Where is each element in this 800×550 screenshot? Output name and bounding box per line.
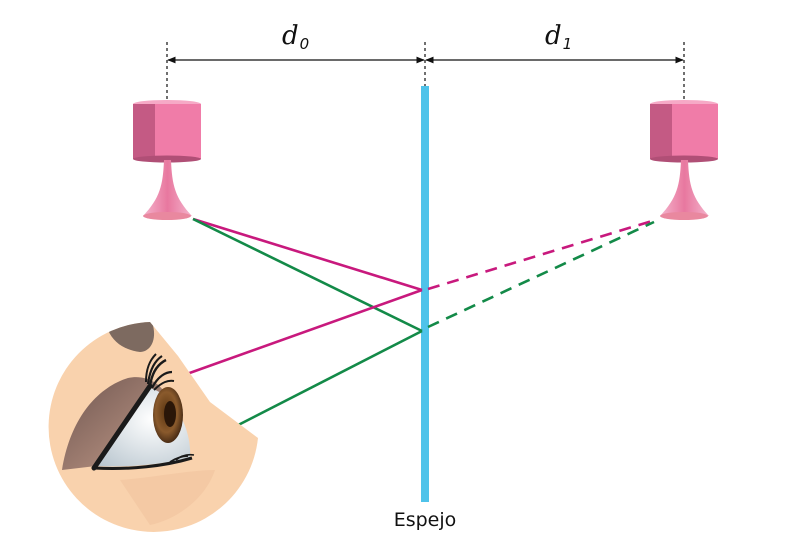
magenta-ray-virtual [427,219,653,291]
green-ray-incident [192,217,423,333]
mirror [421,86,429,502]
lamp-image [650,100,718,220]
eye-icon [48,322,259,532]
label-d1: d1 [545,21,572,53]
magenta-ray-incident [192,217,423,292]
lamp [133,100,201,220]
label-d0: d0 [282,21,309,53]
green-ray-virtual [427,220,655,329]
mirror-label: Espejo [394,509,457,531]
green-ray-reflected [205,329,423,442]
magenta-ray-reflected [170,288,423,380]
light-rays [170,217,655,442]
